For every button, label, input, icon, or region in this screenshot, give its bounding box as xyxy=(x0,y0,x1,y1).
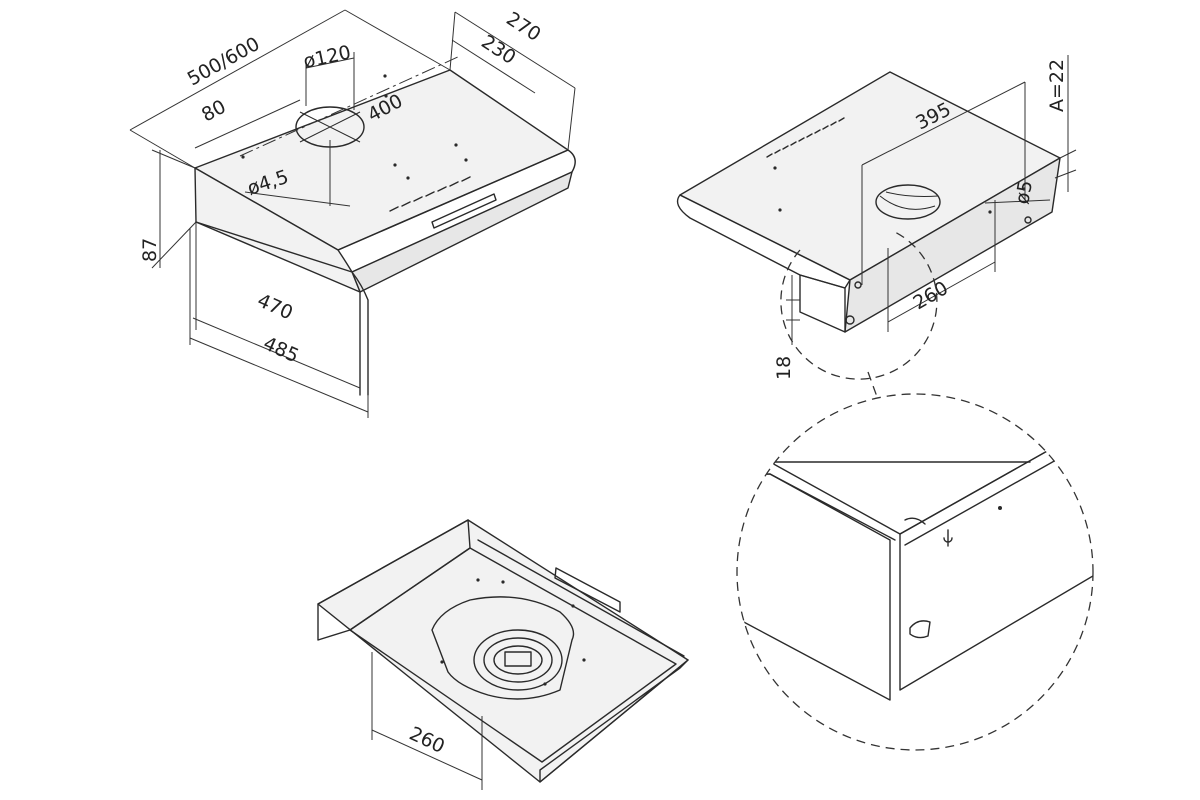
detail-bottom-hole xyxy=(909,620,931,639)
iso-back-view: 395 A=22 ø5 260 18 xyxy=(676,55,1077,406)
vent-slots xyxy=(389,176,471,212)
back-rear-face xyxy=(844,157,1061,333)
dim-height: 87 xyxy=(139,238,161,262)
dim-depth-inner: 230 xyxy=(477,31,519,69)
dim-front-inner: 470 xyxy=(254,289,296,324)
back-duct-opening xyxy=(875,184,941,220)
detail-enlarged-view xyxy=(736,393,1094,751)
dim-duct-diameter: ø120 xyxy=(301,41,352,72)
dim-duct-offset: 80 xyxy=(198,96,230,127)
dim-depth-total: 270 xyxy=(502,8,544,46)
back-vent-slots xyxy=(766,117,845,158)
fan-motor xyxy=(483,637,553,683)
bottom-outer-plate xyxy=(317,519,689,783)
dim-bottom: 18 xyxy=(773,356,795,380)
bottom-handle-slot xyxy=(554,567,621,613)
back-top-plate xyxy=(679,71,1061,281)
detail-keyhole xyxy=(943,529,953,547)
dim-hole: ø5 xyxy=(1011,179,1037,206)
bottom-right-wall xyxy=(539,659,689,783)
detail-circle-large xyxy=(736,393,1094,751)
bottom-inner-plate xyxy=(349,547,677,763)
iso-bottom-view: 260 xyxy=(317,519,689,790)
fan-hub xyxy=(504,651,532,667)
back-side-face xyxy=(799,274,846,333)
front-handle xyxy=(431,193,497,229)
dim-bottom-center: 260 xyxy=(406,723,448,758)
fan-motor-ring xyxy=(473,629,563,691)
dim-a: A=22 xyxy=(1046,59,1068,112)
iso-top-view: 500/600 270 230 ø120 80 400 ø4,5 87 470 xyxy=(129,8,576,418)
hood-lower-skirt xyxy=(195,221,369,396)
dim-front-outer: 485 xyxy=(260,332,302,367)
fan-housing xyxy=(431,596,575,700)
